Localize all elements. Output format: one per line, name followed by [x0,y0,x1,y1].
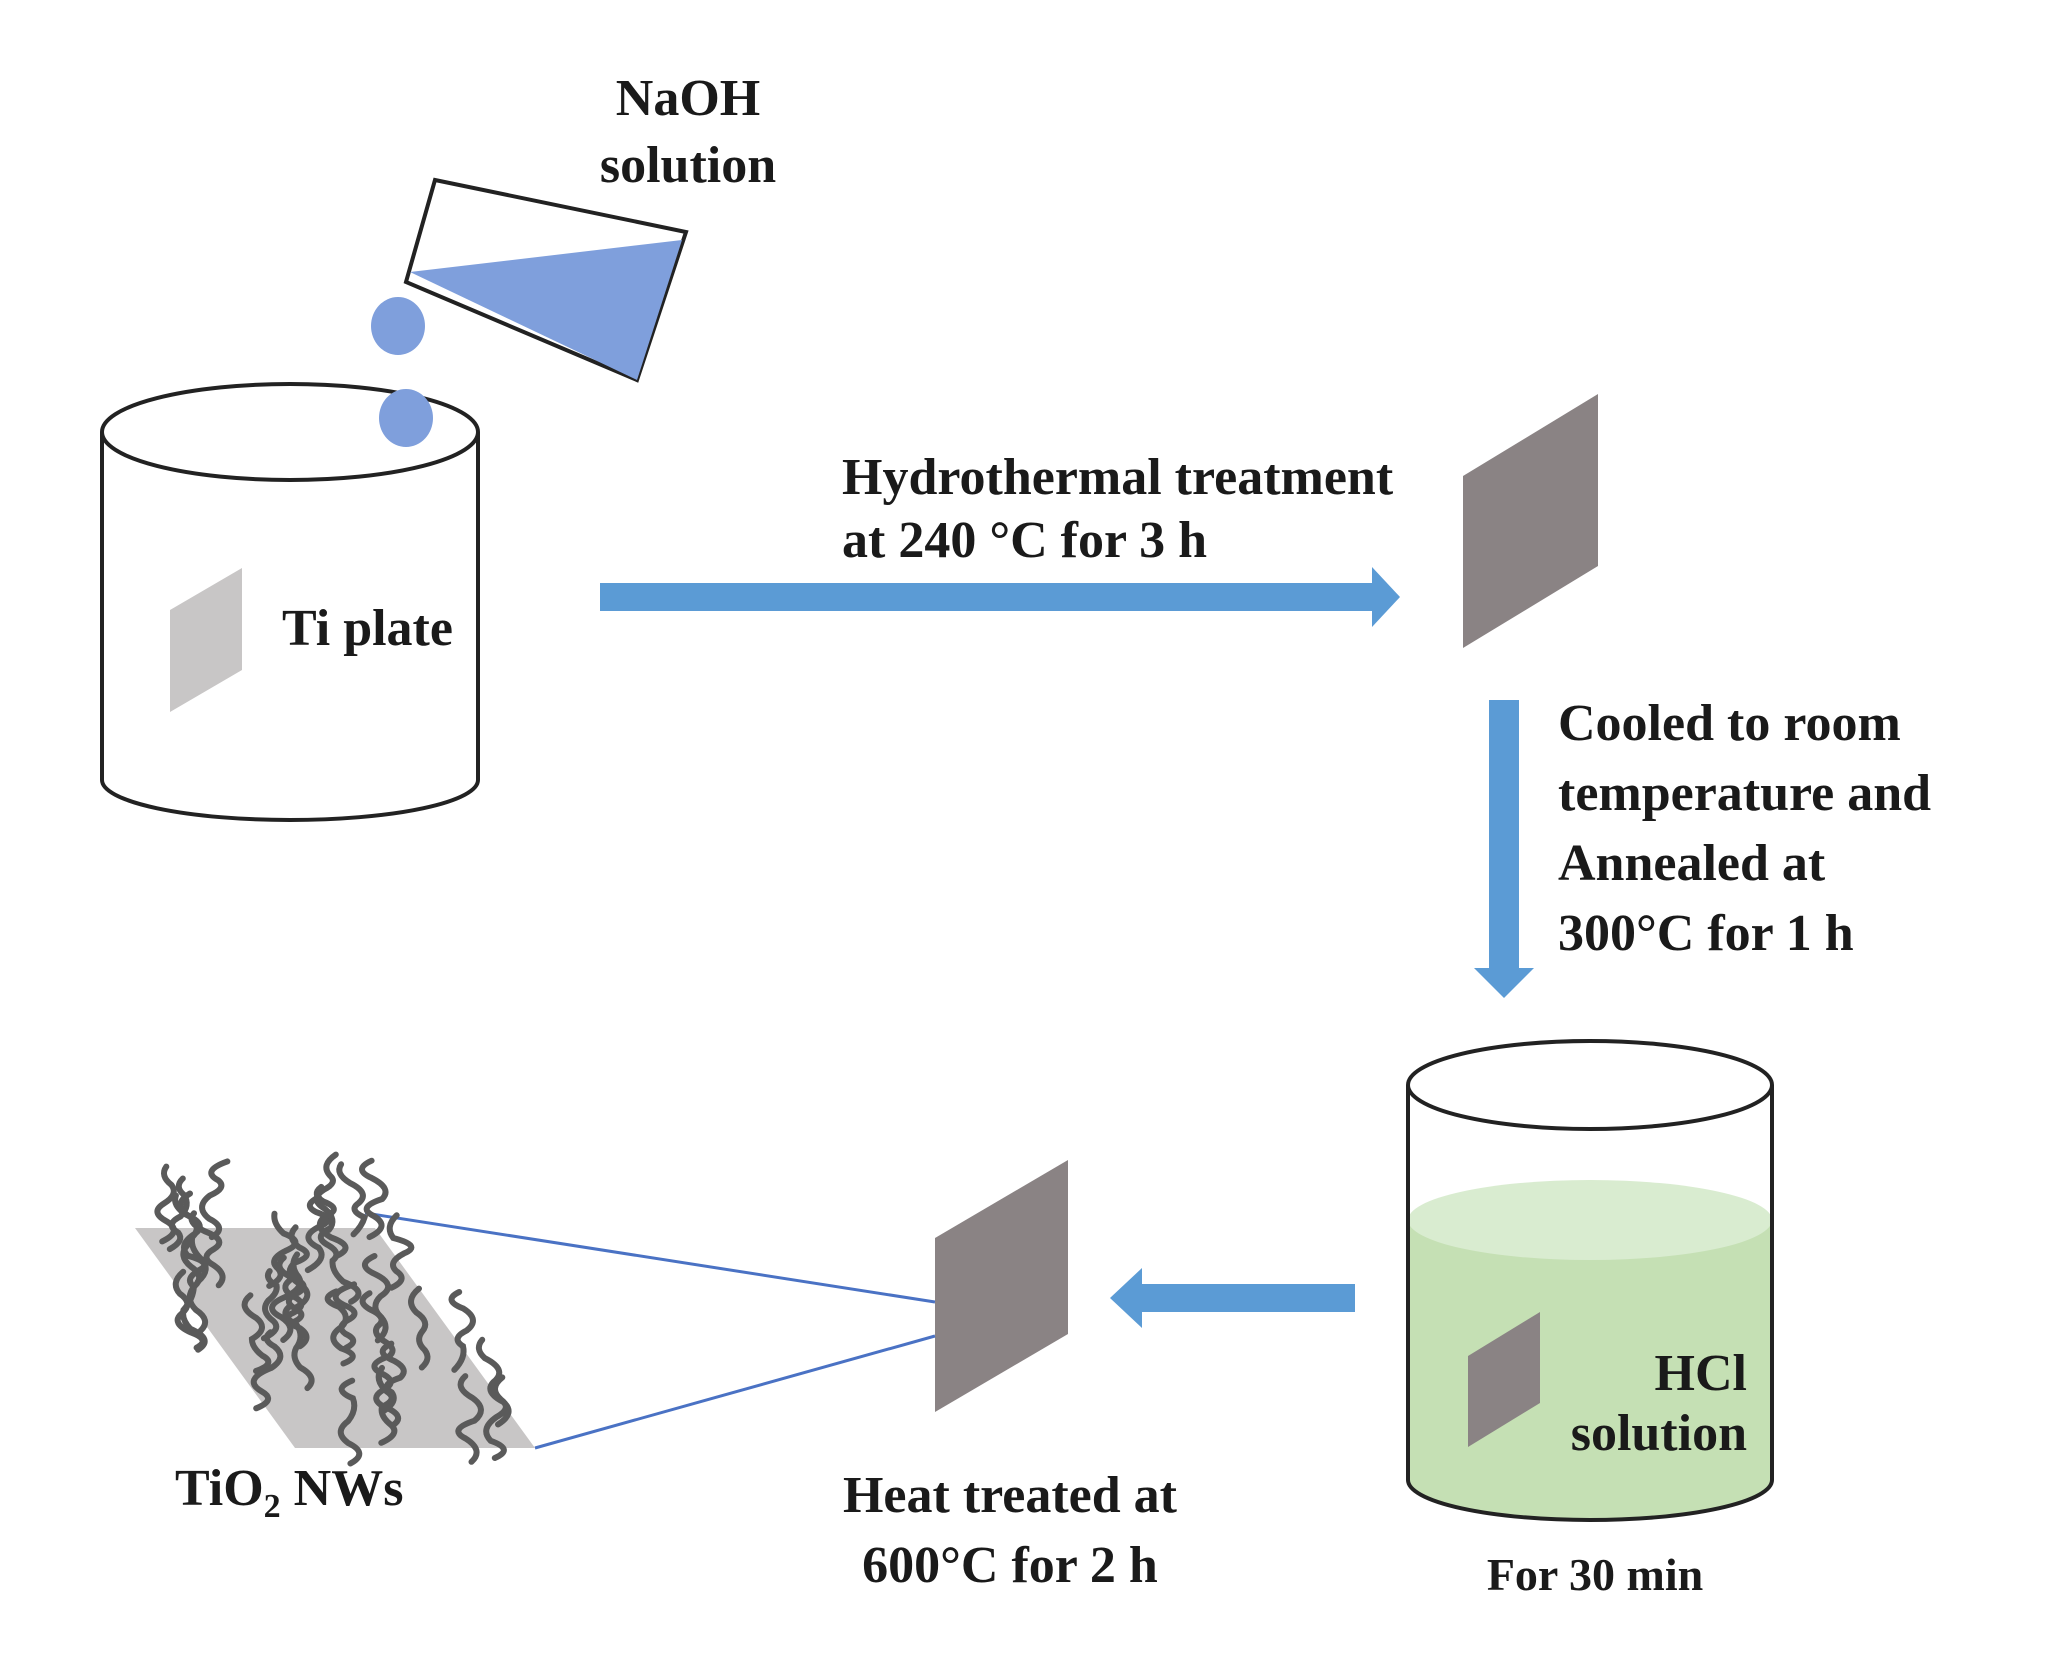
zoom-line-top [364,1211,936,1304]
heat-treated-plate [935,1160,1068,1412]
nanowire [154,1163,177,1245]
naoh-label-line2: solution [600,137,776,194]
nanowire [172,1192,208,1274]
ti-plate-shape [170,568,242,712]
nanowire [188,1210,226,1289]
nanowire [332,1281,358,1351]
nanowire [266,1210,299,1289]
nanowire [241,1292,272,1374]
tio2-nanowires [135,1151,535,1467]
naoh-liquid [410,240,682,380]
cooled-label-line1: Cooled to room [1558,695,1901,752]
nanowire [286,1224,311,1310]
tio2-label-prefix: TiO [175,1460,264,1517]
first-beaker: Ti plate [100,382,480,822]
nanowire [448,1289,476,1373]
nanowire [361,1253,392,1344]
nanowire [317,1225,362,1305]
nanowire [337,1377,363,1467]
hcl-label-line1: HCl [1655,1345,1747,1402]
nanowire [359,1290,396,1360]
treated-plate [1463,394,1598,648]
naoh-container: NaOH solution [371,70,776,447]
heat-label-line1: Heat treated at [843,1467,1178,1524]
cooled-label-line4: 300°C for 1 h [1558,905,1854,962]
nanowire [371,1354,402,1429]
hcl-liquid [1408,1220,1772,1520]
nanowire [166,1175,190,1253]
arrow-heat [1110,1268,1355,1328]
cooled-label-line2: temperature and [1558,765,1931,822]
tio2-nws-label: TiO2 NWs [175,1460,403,1525]
hcl-label-line2: solution [1571,1405,1747,1462]
ti-plate-label: Ti plate [282,600,453,657]
arrow-cooled [1474,700,1534,998]
naoh-droplet-2 [379,389,433,447]
hydrothermal-label-line1: Hydrothermal treatment [842,449,1394,506]
nanowire [282,1277,310,1350]
tio2-label-suffix: NWs [281,1460,404,1517]
nanowire [336,1161,369,1238]
naoh-label-line1: NaOH [616,70,760,127]
nanowire [260,1268,280,1342]
hcl-liquid-surface [1408,1180,1772,1260]
heat-label-line2: 600°C for 2 h [862,1537,1158,1594]
nanowire [455,1373,484,1465]
nanowire [250,1329,284,1412]
nanowire [180,1241,209,1334]
nanowire [475,1336,512,1428]
nanowire [483,1374,509,1461]
hcl-beaker: HCl solution [1406,1039,1774,1522]
tio2-label-subscript: 2 [264,1488,281,1525]
naoh-droplet-1 [371,297,425,355]
arrow-hydrothermal [600,567,1400,627]
nanowire [313,1151,339,1233]
nanowire [276,1254,307,1327]
nanowire [408,1285,431,1371]
hcl-plate [1468,1312,1540,1447]
zoom-line-bottom [534,1334,936,1450]
nanowire [386,1212,415,1291]
for-30-min-label: For 30 min [1487,1549,1703,1600]
cooled-label-line3: Annealed at [1558,835,1826,892]
nanowire [180,1265,208,1353]
hydrothermal-label-line2: at 240 °C for 3 h [842,512,1207,569]
nanowire [199,1158,231,1241]
nanowire [359,1157,389,1241]
